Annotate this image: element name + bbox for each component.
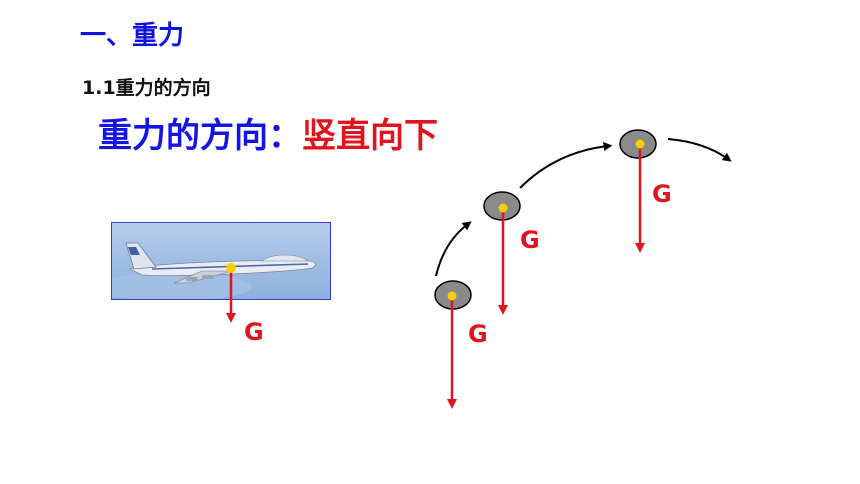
trajectory-arc-2 — [519, 142, 613, 189]
ball-1-center-of-gravity — [447, 291, 457, 301]
section-title: 一、重力 — [80, 21, 185, 51]
ball-3-center-of-gravity — [635, 139, 645, 149]
ball-2-center-of-gravity — [498, 203, 508, 213]
ball-3-gravity-label: G — [652, 180, 672, 208]
ball-1-gravity-label: G — [468, 320, 488, 348]
gravity-direction-statement: 重力的方向：竖直向下 — [98, 112, 438, 160]
airplane-gravity-label: G — [244, 318, 264, 346]
trajectory-arc-3 — [667, 138, 732, 162]
ball-2-gravity-label: G — [520, 226, 540, 254]
trajectory-arc-1 — [435, 221, 472, 277]
airplane-illustration — [112, 242, 316, 299]
airplane-photo — [111, 222, 331, 300]
statement-label: 重力的方向： — [98, 116, 302, 156]
airplane-center-of-gravity — [226, 263, 236, 273]
statement-answer: 竖直向下 — [302, 116, 438, 156]
subsection-title: 1.1重力的方向 — [82, 77, 211, 99]
